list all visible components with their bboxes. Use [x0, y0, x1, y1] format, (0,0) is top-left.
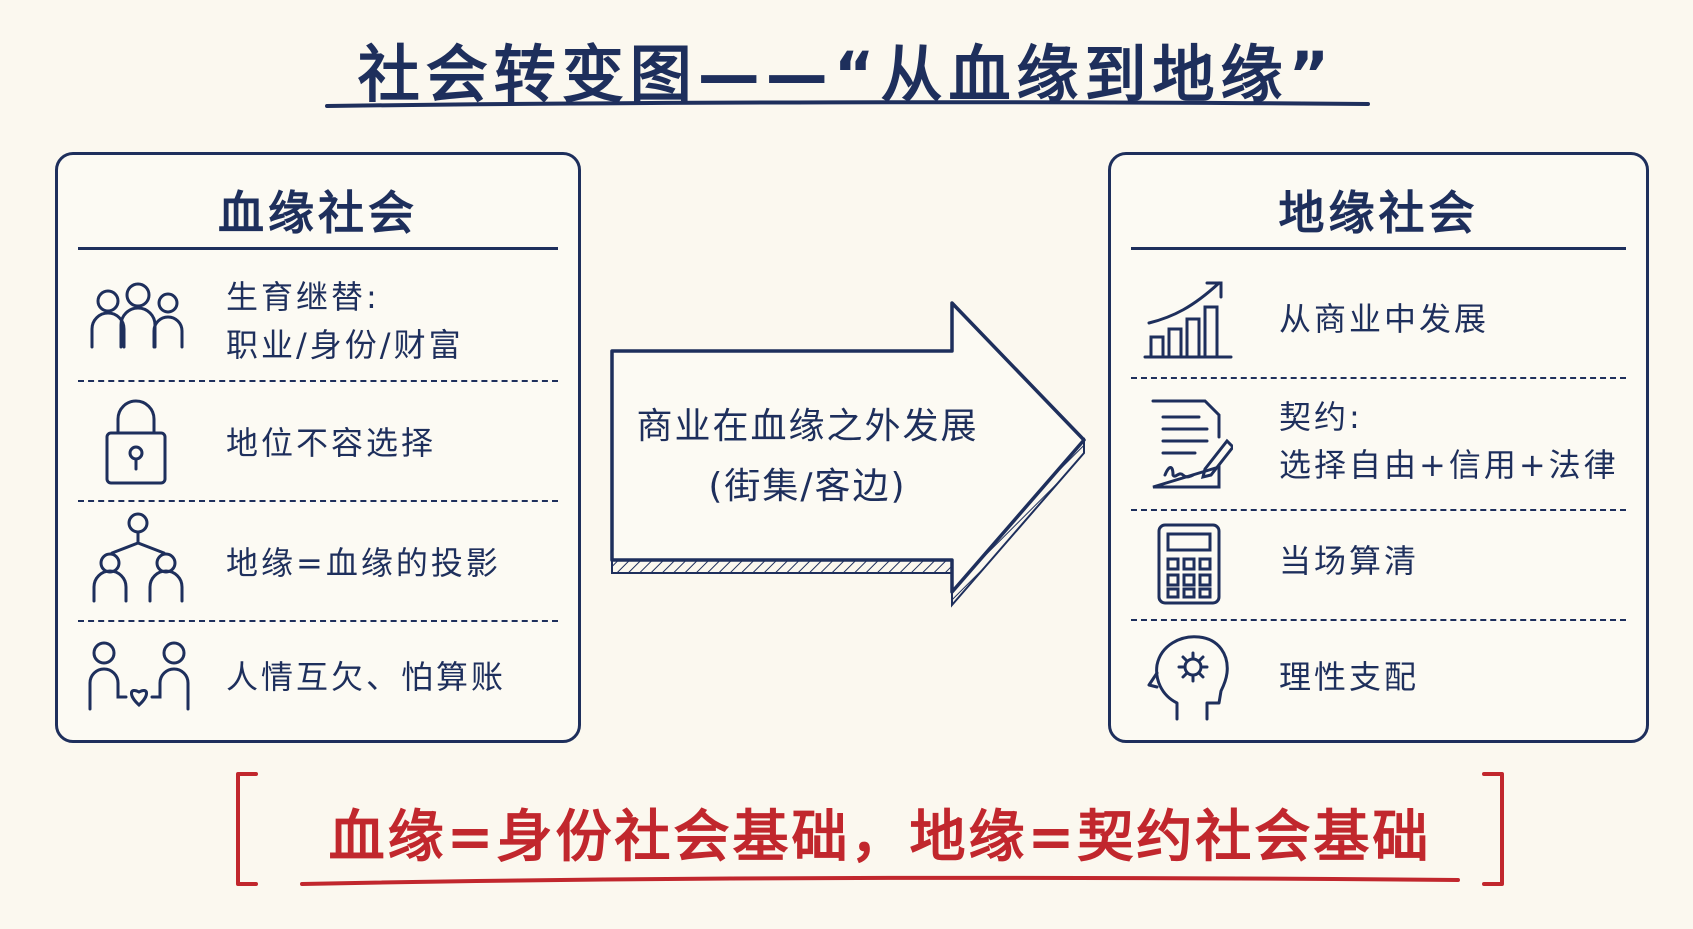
right-panel-divider — [1131, 247, 1626, 250]
hierarchy-people-icon — [92, 512, 184, 603]
title-underline — [325, 100, 1370, 108]
right-item-3-text: 当场算清 — [1279, 542, 1420, 580]
bar-chart-growth-icon — [1143, 281, 1233, 359]
right-panel-title: 地缘社会 — [1278, 186, 1479, 240]
arrow-text-line-1: 商业在血缘之外发展 — [636, 406, 979, 447]
calculator-icon — [1157, 523, 1221, 605]
page-title: 社会转变图——“从血缘到地缘” — [357, 38, 1336, 111]
summary-text: 血缘=身份社会基础，地缘=契约社会基础 — [328, 805, 1432, 870]
summary-underline — [300, 875, 1460, 886]
blood-society-panel: 血缘社会 生育继替: 职业/身份/财富 地位不容选择 — [55, 152, 581, 743]
right-bracket — [1482, 772, 1504, 886]
left-item-1-line-1: 生育继替: — [226, 278, 380, 316]
left-panel-divider — [78, 247, 558, 250]
left-item-4-text: 人情互欠、怕算账 — [226, 658, 507, 696]
right-dash-2 — [1131, 509, 1626, 511]
arrow-text-line-2: (街集/客边) — [708, 466, 907, 507]
family-icon — [90, 282, 184, 349]
transition-arrow — [610, 301, 1086, 608]
left-item-projection: 地缘=血缘的投影 — [58, 505, 578, 623]
left-item-favors: 人情互欠、怕算账 — [58, 625, 578, 735]
right-dash-1 — [1131, 377, 1626, 379]
left-item-succession: 生育继替: 职业/身份/财富 — [58, 265, 578, 383]
left-bracket — [236, 772, 258, 886]
head-gear-icon — [1147, 635, 1229, 721]
left-dash-1 — [78, 380, 558, 382]
right-item-reason: 理性支配 — [1111, 625, 1646, 735]
left-item-1-line-2: 职业/身份/财富 — [226, 326, 464, 364]
lock-icon — [105, 399, 167, 485]
left-item-3-text: 地缘=血缘的投影 — [226, 544, 501, 582]
right-item-4-text: 理性支配 — [1279, 658, 1420, 696]
right-item-1-text: 从商业中发展 — [1279, 300, 1490, 338]
right-item-2-line-1: 契约: — [1279, 398, 1363, 436]
contract-document-icon — [1151, 399, 1233, 489]
right-item-settle: 当场算清 — [1111, 515, 1646, 621]
people-heart-icon — [88, 641, 190, 711]
right-item-commerce: 从商业中发展 — [1111, 265, 1646, 381]
left-panel-title: 血缘社会 — [218, 186, 418, 240]
left-item-status: 地位不容选择 — [58, 385, 578, 503]
left-item-2-text: 地位不容选择 — [226, 424, 437, 462]
left-dash-3 — [78, 620, 558, 622]
left-dash-2 — [78, 500, 558, 502]
right-item-2-line-2: 选择自由+信用+法律 — [1279, 446, 1619, 484]
right-item-contract: 契约: 选择自由+信用+法律 — [1111, 383, 1646, 509]
geo-society-panel: 地缘社会 从商业中发展 契约: 选择 — [1108, 152, 1649, 743]
right-dash-3 — [1131, 619, 1626, 621]
